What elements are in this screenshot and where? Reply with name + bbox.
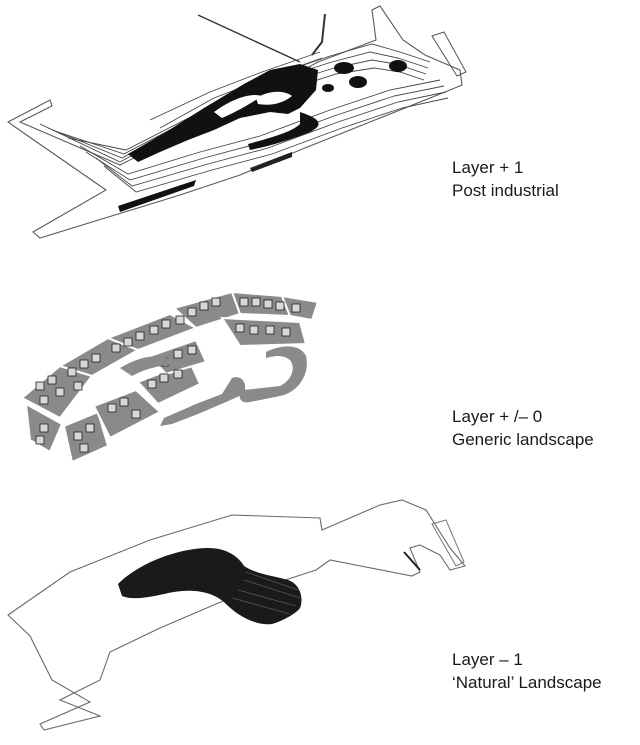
natural-landscape-layer-drawing (8, 500, 465, 730)
post-industrial-layer-drawing (8, 6, 466, 238)
circle-feature (322, 84, 334, 92)
post-industrial-site-outline (8, 6, 462, 238)
layer-subtitle: Post industrial (452, 179, 559, 202)
generic-landscape-layer-drawing (22, 292, 318, 462)
layer-title: Layer – 1 (452, 648, 602, 671)
layer-caption-post-industrial: Layer + 1 Post industrial (452, 156, 559, 202)
dark-water-body (118, 548, 302, 624)
side-strip (432, 32, 466, 76)
layer-caption-natural-landscape: Layer – 1 ‘Natural’ Landscape (452, 648, 602, 694)
dark-water-edge (248, 112, 319, 150)
urban-blocks (22, 292, 318, 462)
railway-line (198, 15, 300, 62)
layer-title: Layer + /– 0 (452, 405, 594, 428)
terrain-contours (40, 44, 448, 192)
layer-subtitle: ‘Natural’ Landscape (452, 671, 602, 694)
grey-river-path (240, 346, 307, 402)
circle-feature (389, 60, 407, 72)
layer-caption-generic-landscape: Layer + /– 0 Generic landscape (452, 405, 594, 451)
layer-subtitle: Generic landscape (452, 428, 594, 451)
circle-feature (349, 76, 367, 88)
layer-title: Layer + 1 (452, 156, 559, 179)
natural-site-outline (8, 500, 465, 730)
circle-feature (334, 62, 354, 74)
